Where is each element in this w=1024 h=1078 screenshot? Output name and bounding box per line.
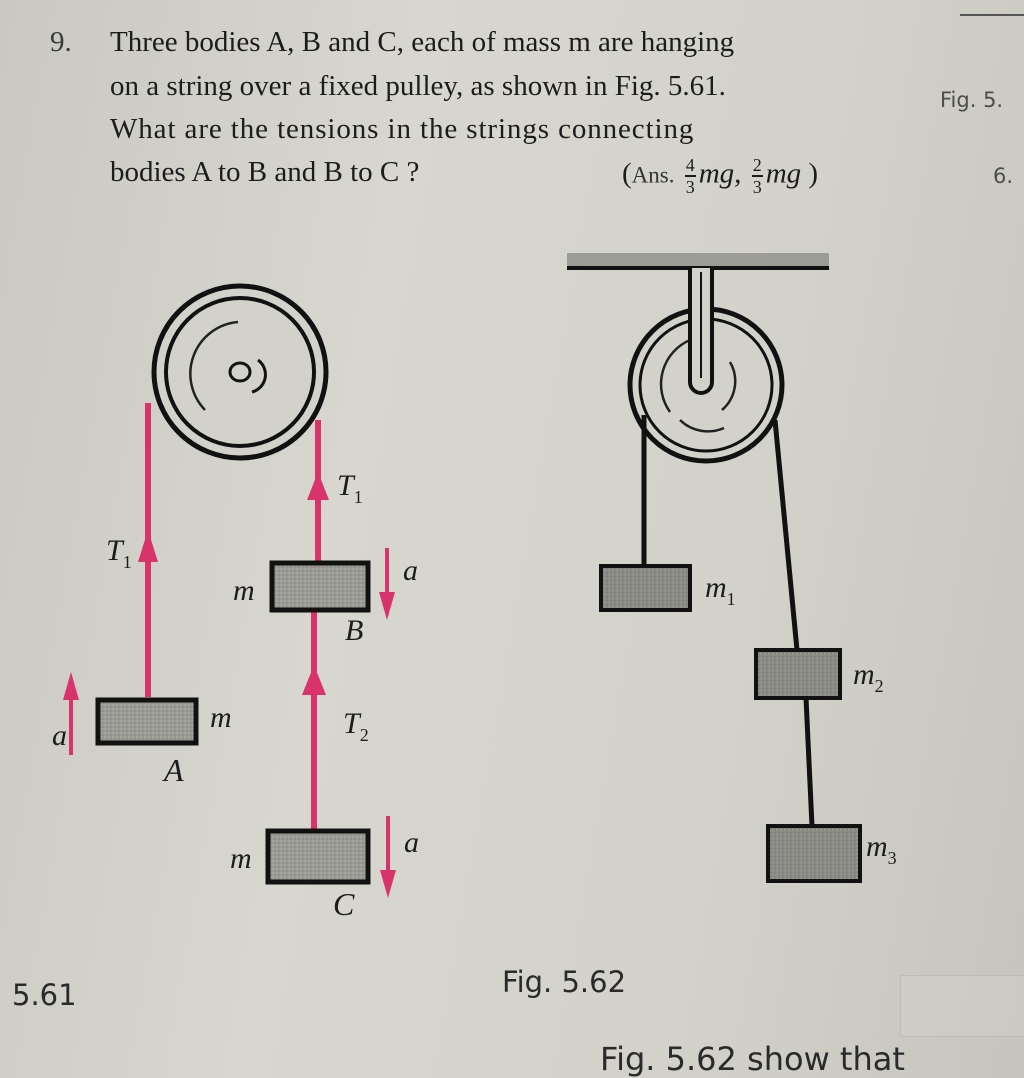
accel-arrow-a <box>63 672 79 755</box>
fig-5-62: m1 m2 m3 <box>567 253 897 883</box>
page-rule <box>960 14 1024 16</box>
label-block-b: B <box>345 614 363 647</box>
label-a-b: a <box>403 554 418 587</box>
margin-number: 6. <box>993 164 1014 188</box>
accel-arrow-c <box>380 816 396 898</box>
label-m3: m3 <box>866 830 897 868</box>
accel-arrow-b <box>379 548 395 620</box>
answer-term-2: mg <box>765 157 802 190</box>
label-m1: m1 <box>705 571 736 609</box>
block-c <box>265 828 371 885</box>
label-m-b: m <box>233 574 255 607</box>
answer-term-1: mg, <box>698 157 742 190</box>
label-t1-right: T1 <box>337 469 363 507</box>
question-line-4: bodies A to B and B to C ? <box>110 156 420 188</box>
t1-left-arrow <box>138 530 158 562</box>
label-t1-left: T1 <box>106 534 132 572</box>
question-number: 9. <box>50 26 72 58</box>
label-a-c: a <box>404 826 419 859</box>
label-m2: m2 <box>853 658 884 696</box>
question-line-3: What are the tensions in the strings con… <box>110 113 695 145</box>
label-m-a: m <box>210 701 232 734</box>
ceiling <box>567 253 829 267</box>
answer-label: Ans. <box>631 162 675 188</box>
question-line-1: Three bodies A, B and C, each of mass m … <box>110 26 735 58</box>
pulley-5-61 <box>151 283 329 461</box>
block-b <box>269 560 371 613</box>
footer-text: Fig. 5.62 show that <box>600 1040 905 1078</box>
fig-5-61: T1 T1 T2 a a a m m m A B C <box>52 283 419 922</box>
mass-m3 <box>766 824 862 883</box>
t1-right-arrow <box>307 472 329 500</box>
margin-panel <box>900 975 1024 1037</box>
caption-fig-5-61: 5.61 <box>12 978 77 1012</box>
mass-m2 <box>754 648 842 700</box>
pulley-5-62 <box>627 268 785 464</box>
question-line-2: on a string over a fixed pulley, as show… <box>110 70 726 102</box>
label-t2: T2 <box>343 707 369 745</box>
margin-fig-ref: Fig. 5. <box>940 88 1004 112</box>
t2-arrow <box>302 665 326 695</box>
block-a <box>95 697 199 746</box>
label-m-c: m <box>230 842 252 875</box>
label-block-a: A <box>162 752 184 788</box>
string-m2 <box>772 419 800 651</box>
caption-fig-5-62: Fig. 5.62 <box>502 965 627 999</box>
string-m2-m3 <box>803 697 815 827</box>
label-a-left: a <box>52 719 67 752</box>
label-block-c: C <box>333 886 355 922</box>
mass-m1 <box>599 564 692 612</box>
